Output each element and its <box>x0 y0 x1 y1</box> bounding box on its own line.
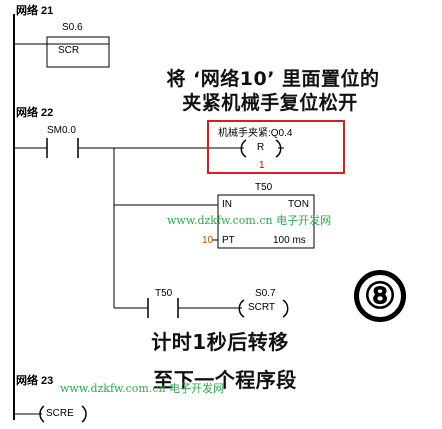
network-21-label: 网络 21 <box>16 5 54 17</box>
reset-coil-count: 1 <box>259 160 265 171</box>
watermark-site: www.dzkfw.com.cn <box>60 382 166 395</box>
watermark-upper: www.dzkfw.com.cn 电子开发网 <box>167 212 331 228</box>
timer-box <box>217 194 315 249</box>
scrt-instruction: SCRT <box>248 302 276 313</box>
scr-box <box>46 36 110 68</box>
step-number-badge: ⑧ <box>354 270 406 322</box>
timer-name[interactable]: T50 <box>255 182 273 193</box>
reset-note-line1: 将 ‘网络10’ 里面置位的 <box>166 68 380 90</box>
s06-address: S0.6 <box>62 22 83 33</box>
scre-instruction[interactable]: SCRE <box>46 408 74 419</box>
timer-in-pin: IN <box>222 199 232 210</box>
network-23-label: 网络 23 <box>16 375 54 387</box>
watermark-lower: www.dzkfw.com.cn 电子开发网 <box>60 380 224 396</box>
watermark-site: www.dzkfw.com.cn <box>167 214 273 227</box>
timer-pt-value[interactable]: 10 <box>202 235 214 246</box>
watermark-cn: 电子开发网 <box>276 214 332 227</box>
scrt-coil-right <box>282 299 289 318</box>
watermark-cn: 电子开发网 <box>169 382 225 395</box>
sm00-address[interactable]: SM0.0 <box>47 125 76 136</box>
timer-type: TON <box>288 199 309 210</box>
reset-highlight-box <box>207 120 345 174</box>
timer-note-line1: 计时1秒后转移 <box>151 330 289 354</box>
network-22-label: 网络 22 <box>16 107 54 119</box>
reset-note-line2: 夹紧机械手复位松开 <box>182 92 358 114</box>
scrt-address[interactable]: S0.7 <box>255 288 276 299</box>
timer-note-line2: 至下一个程序段 <box>153 368 297 392</box>
scr-instruction[interactable]: SCR <box>58 45 80 56</box>
timer-unit: 100 ms <box>273 235 306 246</box>
reset-coil-label[interactable]: 机械手夹紧:Q0.4 <box>218 128 293 139</box>
step-number: ⑧ <box>363 275 397 316</box>
timer-pt-pin: PT <box>222 235 235 246</box>
reset-coil-instr: R <box>257 142 265 153</box>
t50-contact-address[interactable]: T50 <box>155 288 173 299</box>
scre-coil-right <box>81 405 87 423</box>
